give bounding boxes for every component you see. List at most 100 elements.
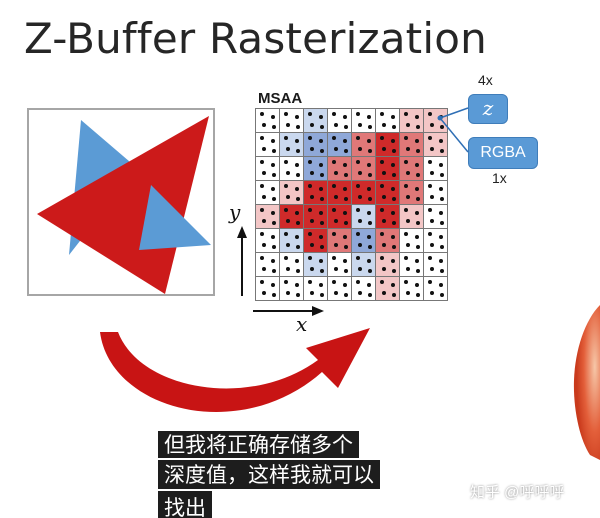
sample-dot bbox=[440, 125, 444, 129]
sample-dot bbox=[430, 267, 434, 271]
sample-dot bbox=[262, 195, 266, 199]
sample-dot bbox=[343, 187, 347, 191]
sample-dot bbox=[380, 160, 384, 164]
sample-dot bbox=[320, 293, 324, 297]
sample-dot bbox=[428, 256, 432, 260]
sample-dot bbox=[404, 208, 408, 212]
depth-sample-count-label: 4x bbox=[478, 72, 493, 88]
sample-dot bbox=[428, 208, 432, 212]
sample-dot bbox=[295, 259, 299, 263]
sample-dot bbox=[286, 123, 290, 127]
grid-cell bbox=[280, 205, 304, 229]
sample-dot bbox=[344, 245, 348, 249]
sample-dot bbox=[310, 123, 314, 127]
sample-dot bbox=[308, 184, 312, 188]
sample-dot bbox=[262, 243, 266, 247]
sample-dot bbox=[392, 149, 396, 153]
presenter-hand bbox=[573, 305, 600, 460]
sample-dot bbox=[272, 197, 276, 201]
sample-dot bbox=[440, 221, 444, 225]
sample-dot bbox=[356, 136, 360, 140]
sample-dot bbox=[334, 147, 338, 151]
sample-dot bbox=[358, 243, 362, 247]
sample-dot bbox=[260, 112, 264, 116]
sample-dot bbox=[416, 221, 420, 225]
sample-dot bbox=[286, 171, 290, 175]
grid-cell bbox=[376, 205, 400, 229]
sample-dot bbox=[319, 235, 323, 239]
sample-dot bbox=[392, 221, 396, 225]
sample-dot bbox=[439, 235, 443, 239]
sample-dot bbox=[382, 243, 386, 247]
sample-dot bbox=[356, 184, 360, 188]
sample-dot bbox=[382, 171, 386, 175]
sample-dot bbox=[343, 163, 347, 167]
sample-dot bbox=[368, 173, 372, 177]
sample-dot bbox=[404, 136, 408, 140]
sample-dot bbox=[416, 293, 420, 297]
sample-dot bbox=[272, 149, 276, 153]
sample-dot bbox=[367, 163, 371, 167]
sample-dot bbox=[284, 232, 288, 236]
subtitle-line-1: 但我将正确存储多个 bbox=[158, 431, 359, 458]
sample-dot bbox=[440, 197, 444, 201]
sample-dot bbox=[358, 195, 362, 199]
sample-dot bbox=[262, 291, 266, 295]
sample-dot bbox=[382, 267, 386, 271]
grid-cell bbox=[352, 157, 376, 181]
sample-dot bbox=[367, 235, 371, 239]
sample-dot bbox=[295, 187, 299, 191]
grid-cell bbox=[424, 109, 448, 133]
sample-dot bbox=[440, 173, 444, 177]
sample-dot bbox=[284, 136, 288, 140]
sample-dot bbox=[319, 139, 323, 143]
sample-dot bbox=[284, 208, 288, 212]
sample-dot bbox=[382, 123, 386, 127]
sample-dot bbox=[308, 160, 312, 164]
sample-dot bbox=[320, 173, 324, 177]
sample-dot bbox=[392, 293, 396, 297]
sample-dot bbox=[430, 147, 434, 151]
grid-cell bbox=[424, 181, 448, 205]
sample-dot bbox=[428, 136, 432, 140]
sample-dot bbox=[416, 173, 420, 177]
sample-dot bbox=[334, 123, 338, 127]
sample-dot bbox=[308, 136, 312, 140]
sample-dot bbox=[260, 256, 264, 260]
sample-dot bbox=[356, 232, 360, 236]
sample-dot bbox=[428, 160, 432, 164]
sample-dot bbox=[406, 267, 410, 271]
triangles-drawing bbox=[37, 116, 211, 294]
grid-cell bbox=[328, 133, 352, 157]
sample-dot bbox=[356, 112, 360, 116]
sample-dot bbox=[391, 259, 395, 263]
sample-dot bbox=[415, 211, 419, 215]
grid-cell bbox=[352, 277, 376, 301]
sample-dot bbox=[319, 163, 323, 167]
sample-dot bbox=[439, 187, 443, 191]
sample-dot bbox=[334, 171, 338, 175]
sample-dot bbox=[332, 280, 336, 284]
grid-cell bbox=[256, 157, 280, 181]
sample-dot bbox=[391, 115, 395, 119]
sample-dot bbox=[416, 149, 420, 153]
sample-dot bbox=[380, 136, 384, 140]
grid-cell bbox=[256, 253, 280, 277]
sample-dot bbox=[310, 243, 314, 247]
grid-cell bbox=[328, 277, 352, 301]
triangle-illustration bbox=[27, 108, 215, 296]
sample-dot bbox=[440, 293, 444, 297]
grid-cell bbox=[304, 277, 328, 301]
sample-dot bbox=[343, 283, 347, 287]
sample-dot bbox=[310, 195, 314, 199]
sample-dot bbox=[380, 280, 384, 284]
sample-dot bbox=[286, 267, 290, 271]
sample-dot bbox=[344, 149, 348, 153]
sample-dot bbox=[406, 123, 410, 127]
sample-dot bbox=[320, 197, 324, 201]
sample-dot bbox=[406, 291, 410, 295]
sample-dot bbox=[404, 160, 408, 164]
sample-dot bbox=[404, 280, 408, 284]
sample-dot bbox=[296, 269, 300, 273]
sample-dot bbox=[344, 197, 348, 201]
